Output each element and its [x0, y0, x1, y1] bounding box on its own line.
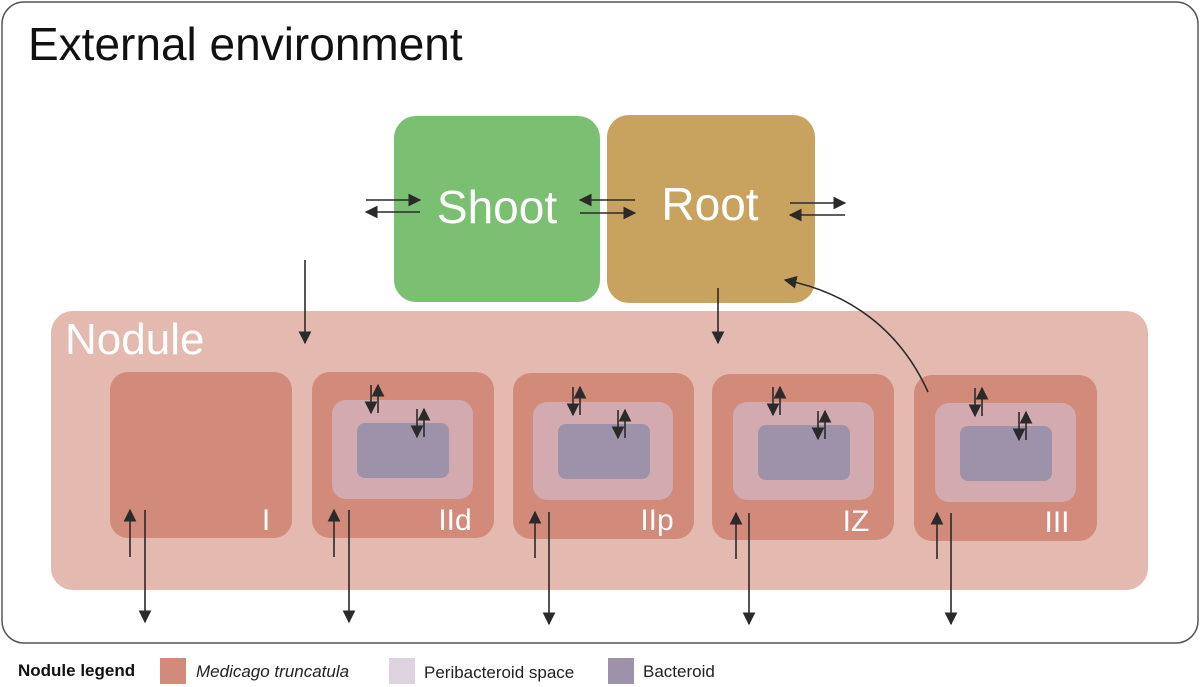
legend-label-peribacteroid: Peribacteroid space — [424, 663, 574, 682]
zone-III: III — [914, 375, 1097, 541]
zone-IId-internal-arrows — [364, 383, 431, 439]
legend-swatch-bacteroid — [608, 658, 634, 684]
env-shoot-exchange-arrows — [364, 193, 422, 219]
legend-swatch-peribacteroid — [389, 658, 415, 684]
zone-IIp-env-arrows — [528, 510, 556, 626]
legend-title: Nodule legend — [18, 661, 135, 680]
zone-IZ: IZ — [712, 374, 894, 540]
zone-IZ-internal-arrows — [766, 385, 832, 441]
shoot-label: Shoot — [437, 181, 557, 233]
zone-IIp-internal-arrows — [566, 385, 632, 440]
shoot-box — [394, 116, 600, 302]
zone-IIp: IIp — [513, 373, 694, 539]
legend-label-medicago: Medicago truncatula — [196, 662, 349, 681]
zone-IZ-label: IZ — [843, 505, 870, 538]
zone-I-label: I — [262, 504, 270, 537]
zone-III-env-arrows — [930, 511, 958, 626]
legend-swatch-medicago — [160, 658, 186, 684]
root-box — [607, 115, 815, 303]
nodule-legend: Nodule legend Medicago truncatula Periba… — [18, 658, 715, 684]
zone-I-plant-cell — [110, 372, 292, 538]
root-label: Root — [661, 178, 758, 230]
zone-I: I — [110, 372, 292, 538]
zone-III-to-root-arrow — [783, 275, 929, 393]
zone-IZ-env-arrows — [729, 511, 756, 626]
zone-IIp-bacteroid — [558, 424, 650, 479]
zone-IId-label: IId — [438, 504, 471, 537]
external-environment-title: External environment — [28, 18, 463, 70]
zone-III-label: III — [1044, 506, 1069, 539]
zone-IZ-bacteroid — [758, 425, 850, 480]
zone-IId: IId — [312, 372, 494, 538]
zone-IId-env-arrows — [327, 508, 356, 624]
zone-IId-bacteroid — [357, 423, 449, 478]
zone-III-bacteroid — [960, 426, 1052, 481]
zone-I-env-arrows — [123, 508, 152, 624]
nodule-title: Nodule — [65, 315, 204, 364]
zone-IIp-label: IIp — [640, 504, 673, 537]
root-env-exchange-arrows — [788, 196, 847, 222]
legend-label-bacteroid: Bacteroid — [643, 662, 715, 681]
zone-III-internal-arrows — [968, 386, 1033, 442]
shoot-root-exchange-arrows — [578, 193, 637, 220]
